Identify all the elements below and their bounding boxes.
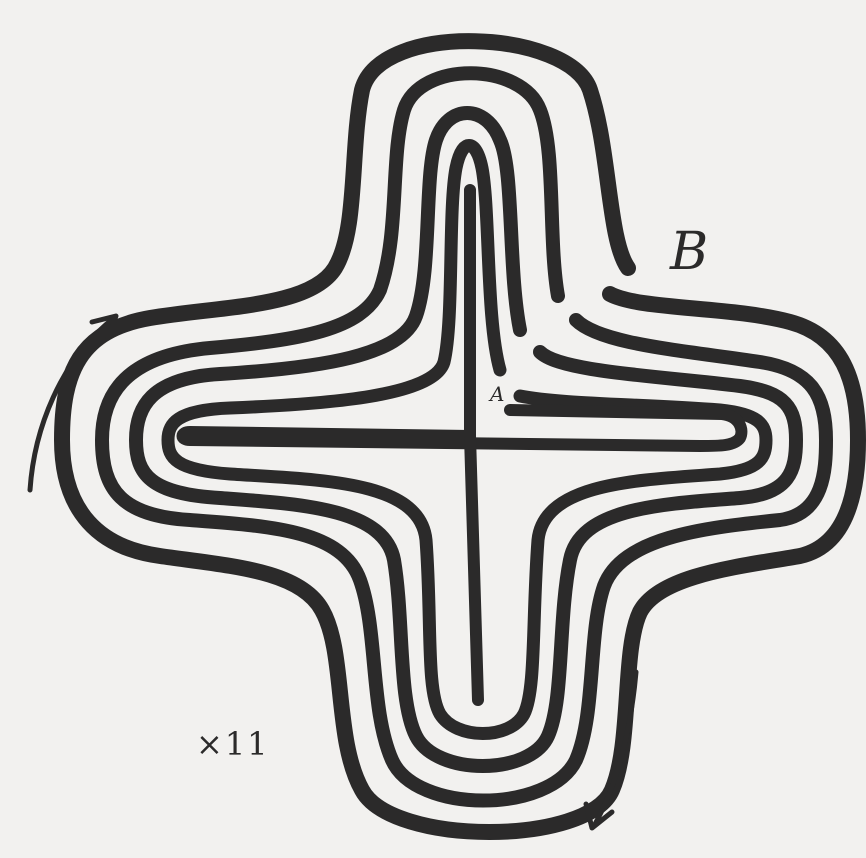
start-label-b: B <box>670 226 708 278</box>
figure-scale-label: ×11 <box>196 728 270 760</box>
inner-path-band <box>183 410 742 446</box>
center-label-a: A <box>490 384 504 404</box>
